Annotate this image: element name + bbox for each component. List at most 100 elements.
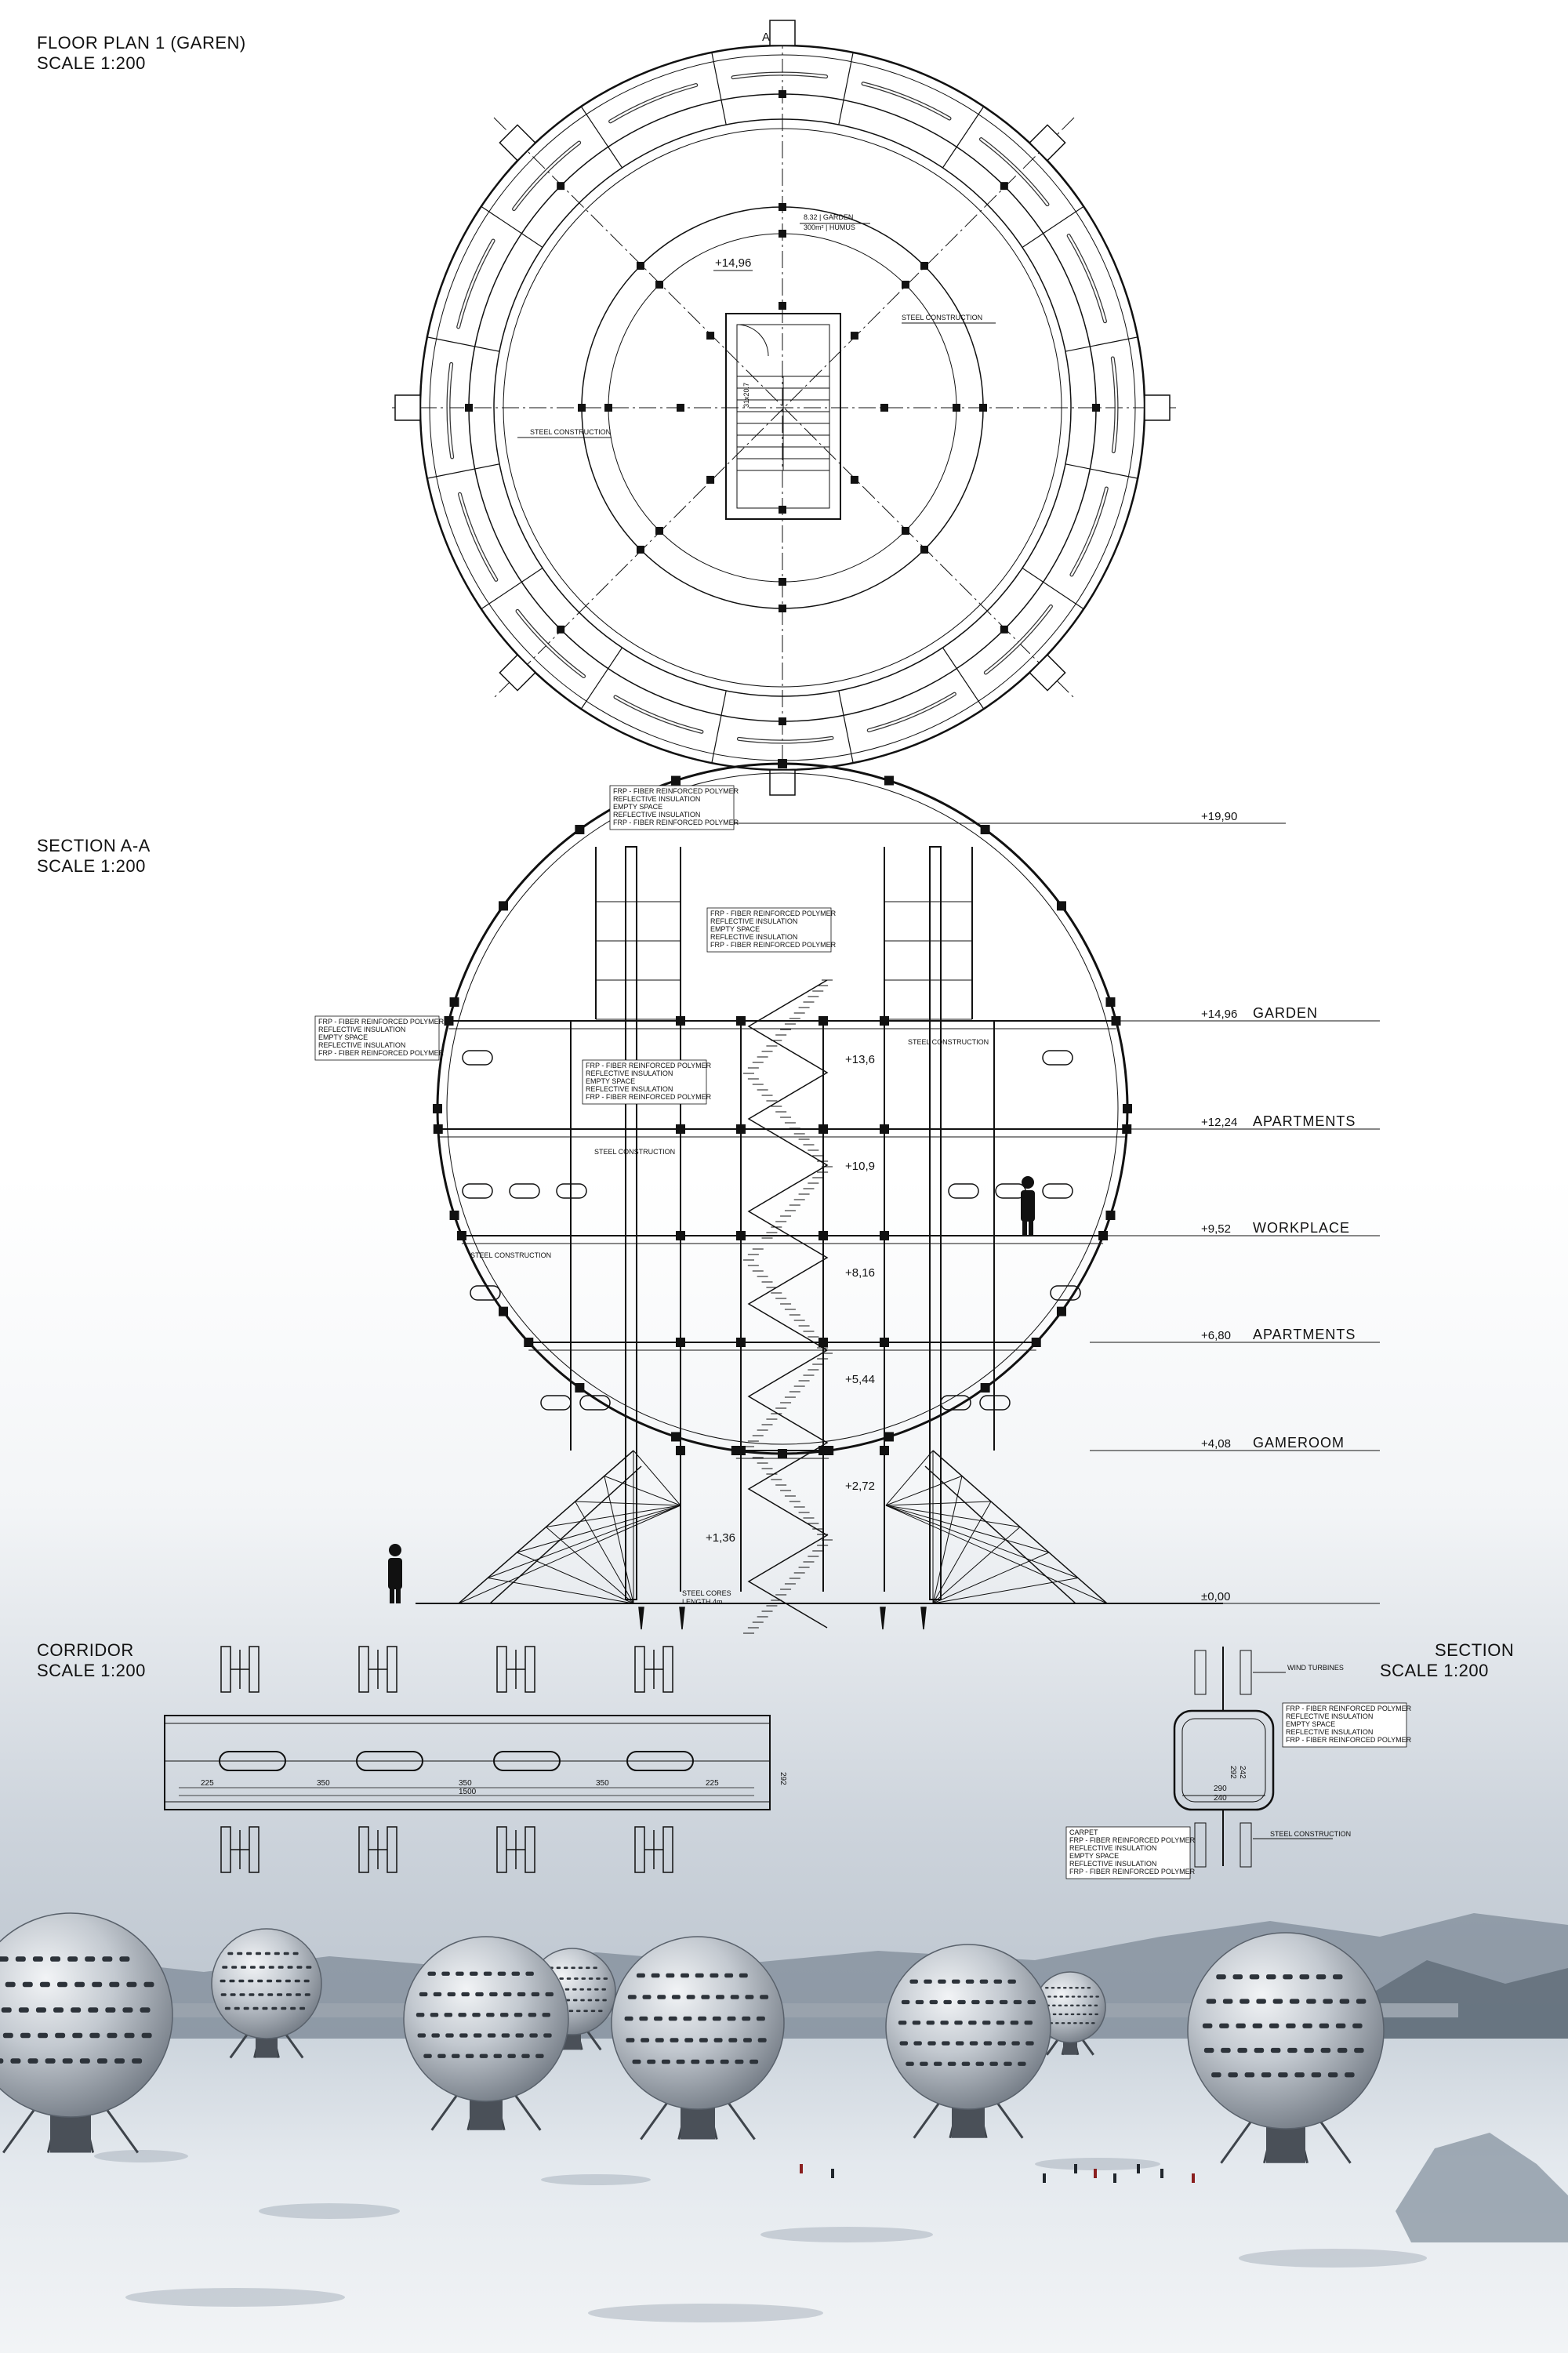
render-window [955,2041,964,2046]
render-window [528,2013,537,2017]
render-window [1063,1987,1067,1989]
section-window [579,1395,611,1411]
render-window [906,2061,914,2066]
render-window [124,2032,135,2039]
render-window [262,2006,268,2010]
render-window [1024,2021,1033,2025]
render-window [72,2032,83,2039]
floor-plan-buttress [1029,124,1066,162]
render-window [1337,2047,1348,2053]
render-window [479,2053,488,2058]
section-column [524,1338,534,1347]
level-elevation: +6,80 [1201,1329,1231,1342]
steel-core-tip [679,1607,685,1630]
render-window [109,1981,120,1988]
render-window [531,1992,540,1997]
render-window [713,2038,723,2043]
render-window [507,2053,516,2058]
stair-elevation: +5,44 [845,1373,875,1386]
render-person [1043,2173,1046,2183]
render-window [45,2058,56,2064]
render-window [588,1977,593,1980]
render-window [985,1999,994,2005]
render-window [248,1979,254,1983]
support-brace [517,1552,634,1604]
section-shell-joint [575,1382,585,1393]
ring-partition [481,567,543,610]
ring-partition [1065,463,1138,479]
svg-text:CARPET: CARPET [1069,1828,1098,1836]
ring-partition [580,647,623,710]
render-window [756,2016,765,2021]
section-shell-joint [1123,1104,1132,1113]
render-window [1306,1999,1316,2004]
render-window [997,2041,1007,2046]
render-window [1079,2022,1083,2024]
render-window [574,1977,579,1980]
support-brace [604,1476,681,1506]
ring-slot-inner [862,82,951,120]
section-shell-joint [778,1449,787,1458]
floor-plan-column [779,578,786,586]
render-window [493,2053,503,2058]
support-brace [885,1450,934,1506]
render-window [701,1995,710,1999]
render-window [447,1992,456,1997]
section-column [676,1446,685,1455]
render-window [639,2016,648,2021]
floor-plan-column [779,302,786,310]
render-window [1304,2047,1314,2053]
render-window [1052,2013,1057,2016]
render-window [720,2059,729,2064]
section-aa-drawing [416,762,1286,1634]
render-window [285,1979,291,1983]
section-column [824,1446,834,1455]
render-sphere [885,1944,1051,2110]
render-window [1244,2072,1255,2078]
render-window [603,1977,608,1980]
render-window [15,1956,26,1962]
section-column [818,1338,828,1347]
section-column [880,1231,889,1240]
render-window [571,1966,575,1970]
render-window [572,1999,578,2002]
render-window [586,1966,590,1970]
ring-partition [426,336,500,352]
corridor-window [493,1751,561,1771]
render-window [601,1988,606,1991]
render-window [53,2007,64,2013]
ring-partition [426,463,500,479]
corridor-section-labels: SECTION SCALE 1:200 WIND TURBINES FRP - … [1065,1640,1514,1879]
ring-slot-inner [731,72,827,78]
render-window [243,2006,249,2010]
support-brace [633,1450,681,1506]
floor-plan-column [1092,404,1100,412]
floor-plan-buttresses [394,20,1171,796]
level-name: WORKPLACE [1253,1220,1350,1236]
render-window [1299,1974,1310,1980]
render-window [961,2061,971,2066]
render-window [473,2033,482,2038]
render-window [901,1999,910,2005]
corridor-dim-4: 350 [596,1779,609,1788]
render-window [1327,2072,1338,2078]
ring-slot-inner [459,493,498,581]
support-brace [885,1505,1050,1553]
render-window [458,2013,466,2017]
section-floor-note: FRP - FIBER REINFORCED POLYMER REFLECTIV… [582,1059,712,1105]
render-window [933,2061,942,2066]
section-top-note: FRP - FIBER REINFORCED POLYMER REFLECTIV… [609,785,739,830]
render-window [475,1992,484,1997]
render-window [299,2006,306,2010]
render-sphere [403,1936,569,2102]
render-window [1057,1987,1061,1989]
render-window [102,1956,113,1962]
render-window [483,1971,492,1976]
corridor-title: CORRIDOR [37,1640,134,1660]
render-window [1335,2023,1346,2028]
render-window [227,1952,234,1955]
render-window [1067,2022,1071,2024]
support-brace [575,1501,634,1604]
render-window [220,1993,227,1996]
render-window [230,1993,236,1996]
